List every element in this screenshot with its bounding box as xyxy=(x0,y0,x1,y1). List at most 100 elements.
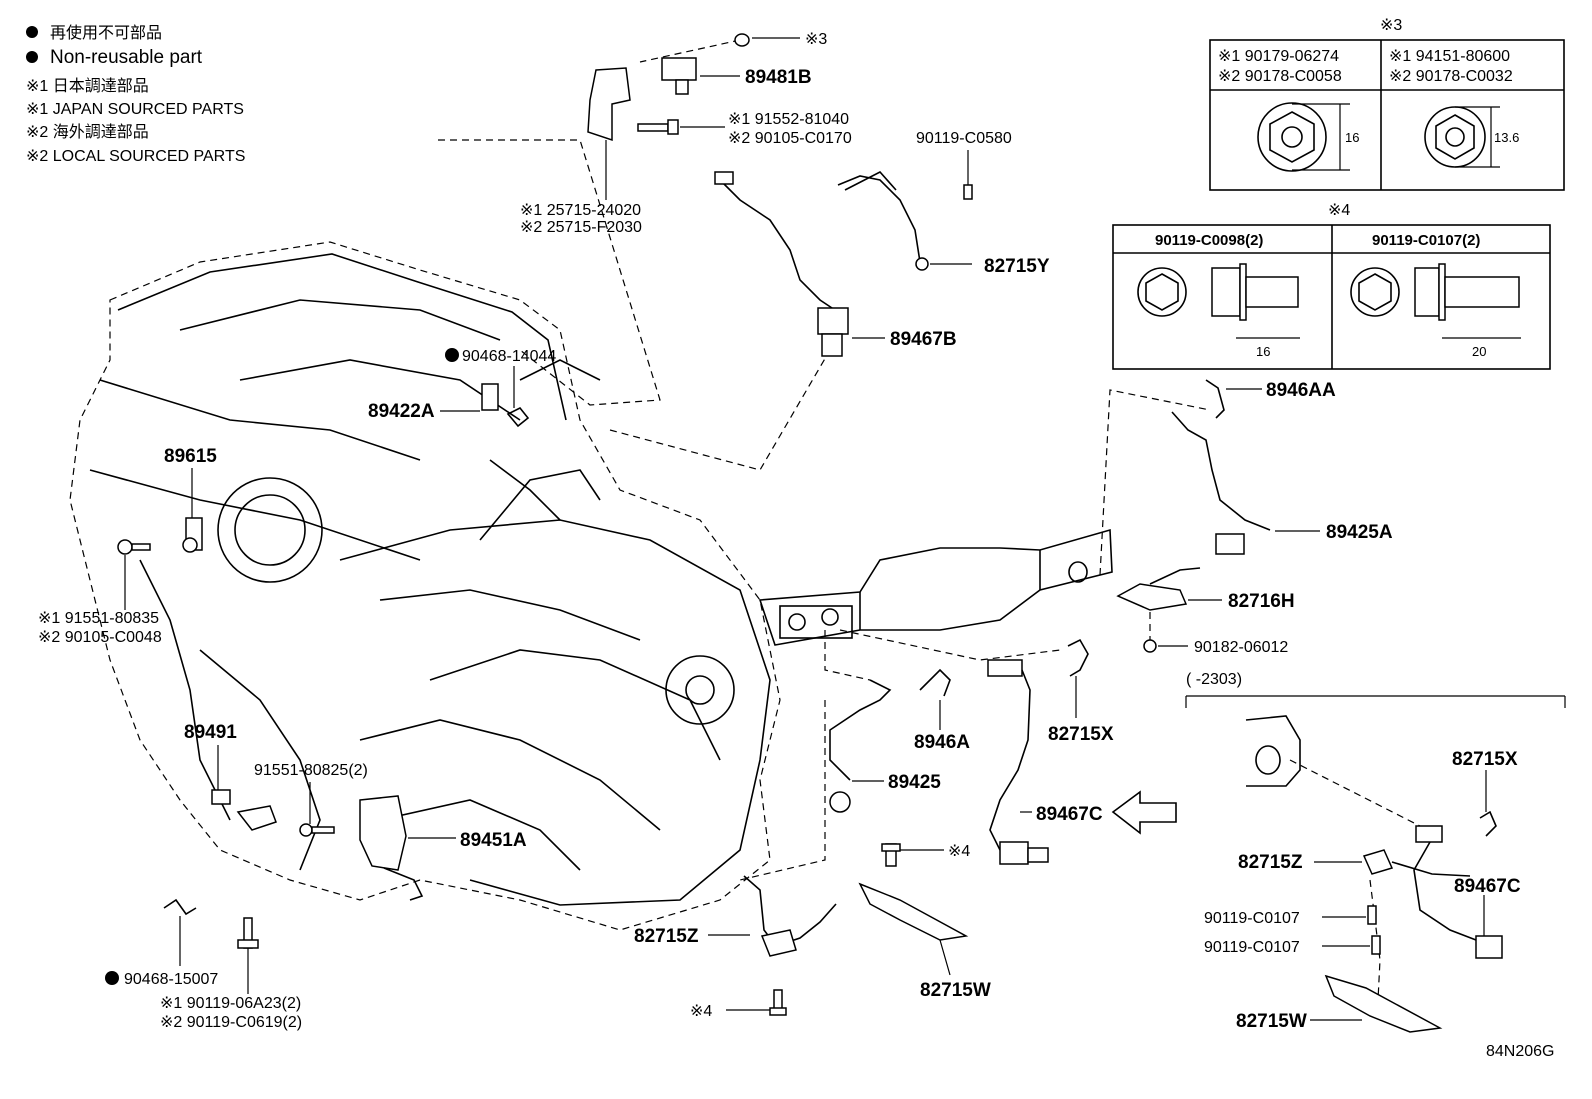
inset-label-90119-C0107-b[interactable]: 90119-C0107 xyxy=(1204,939,1300,956)
label-90119-06A23[interactable]: ※1 90119-06A23(2) xyxy=(160,995,301,1012)
inset-part-82715W[interactable] xyxy=(1310,974,1443,1033)
label-89451A[interactable]: 89451A xyxy=(460,830,527,851)
label-90468-15007[interactable]: 90468-15007 xyxy=(124,971,218,988)
inset-part-82715Z[interactable] xyxy=(1314,849,1471,877)
inset-bolt-90119-C0107-a[interactable] xyxy=(1322,905,1377,925)
label-90468-14044[interactable]: 90468-14044 xyxy=(462,348,556,365)
label-ref4-lower: ※4 xyxy=(690,1003,712,1020)
label-range: ( -2303) xyxy=(1186,671,1242,688)
exhaust-pipe xyxy=(758,528,1113,646)
table3-c1-r1: ※1 90179-06274 xyxy=(1218,48,1339,65)
flange-nut-icon xyxy=(1424,106,1486,168)
legend-jp-japan: ※1 日本調達部品 xyxy=(26,77,149,95)
inset-label-82715X[interactable]: 82715X xyxy=(1452,749,1518,770)
table3-title: ※3 xyxy=(1380,17,1402,34)
part-89615[interactable] xyxy=(182,468,203,553)
label-90105-C0048[interactable]: ※2 90105-C0048 xyxy=(38,629,162,646)
label-89491[interactable]: 89491 xyxy=(184,722,237,743)
label-90119-C0580[interactable]: 90119-C0580 xyxy=(916,130,1012,147)
table4-h2: 90119-C0107(2) xyxy=(1372,232,1480,249)
legend-en-nonreusable: Non-reusable part xyxy=(50,47,203,68)
table4-title: ※4 xyxy=(1328,202,1350,219)
sensor-port-icon xyxy=(788,613,806,631)
part-25715-bracket[interactable] xyxy=(587,67,631,200)
label-89425[interactable]: 89425 xyxy=(888,772,941,793)
label-89425A[interactable]: 89425A xyxy=(1326,522,1393,543)
sensor-port-icon xyxy=(821,608,839,626)
part-82716H[interactable] xyxy=(1116,567,1222,611)
differential-housing-icon xyxy=(665,655,735,725)
label-89467C[interactable]: 89467C xyxy=(1036,804,1103,825)
legend-en-local: ※2 LOCAL SOURCED PARTS xyxy=(26,148,245,165)
label-89481B[interactable]: 89481B xyxy=(745,67,812,88)
label-89615[interactable]: 89615 xyxy=(164,446,217,467)
non-reusable-bullet-icon xyxy=(445,348,459,362)
legend-en-japan: ※1 JAPAN SOURCED PARTS xyxy=(26,101,244,118)
label-ref4-upper: ※4 xyxy=(948,843,970,860)
sensor-port-icon xyxy=(1068,561,1088,583)
inset-label-90119-C0107-a[interactable]: 90119-C0107 xyxy=(1204,910,1300,927)
part-89422A[interactable] xyxy=(440,366,530,428)
part-91551-80835[interactable] xyxy=(117,539,151,610)
part-82715X[interactable] xyxy=(1067,638,1089,718)
part-90182-06012[interactable] xyxy=(1143,639,1188,653)
label-91552-81040[interactable]: ※1 91552-81040 xyxy=(728,111,849,128)
label-90105-C0170[interactable]: ※2 90105-C0170 xyxy=(728,130,852,147)
part-90119-C0580[interactable] xyxy=(963,150,973,200)
part-8946AA[interactable] xyxy=(1205,379,1262,419)
table3-dim1: 16 xyxy=(1345,130,1359,145)
table3-c1-r2: ※2 90178-C0058 xyxy=(1218,68,1342,85)
part-82715Z[interactable] xyxy=(708,875,837,957)
part-89467B[interactable] xyxy=(714,171,885,357)
label-90119-C0619[interactable]: ※2 90119-C0619(2) xyxy=(160,1014,302,1031)
part-89425A[interactable] xyxy=(1171,411,1320,555)
inset-part-89467C[interactable] xyxy=(1413,825,1503,959)
part-8946A[interactable] xyxy=(919,668,951,730)
table3-dim2: 13.6 xyxy=(1494,130,1519,145)
label-25715-24020[interactable]: ※1 25715-24020 xyxy=(520,202,641,219)
label-82715Y[interactable]: 82715Y xyxy=(984,256,1050,277)
part-90468-15007[interactable] xyxy=(163,898,197,966)
part-89467C[interactable] xyxy=(987,659,1049,865)
label-82715W[interactable]: 82715W xyxy=(920,980,991,1001)
part-89425[interactable] xyxy=(829,679,892,813)
non-reusable-bullet-icon xyxy=(26,26,38,38)
bolt-ref4-lower[interactable] xyxy=(726,989,787,1016)
legend-jp-nonreusable: 再使用不可部品 xyxy=(50,24,162,42)
inset-label-82715Z[interactable]: 82715Z xyxy=(1238,852,1303,873)
part-labels: ※3 89481B ※1 91552-81040 ※2 90105-C0170 … xyxy=(38,31,1555,1060)
inset-bolt-90119-C0107-b[interactable] xyxy=(1322,935,1381,955)
label-82715X[interactable]: 82715X xyxy=(1048,724,1114,745)
inset-label-89467C[interactable]: 89467C xyxy=(1454,876,1521,897)
label-ref3: ※3 xyxy=(805,31,827,48)
part-90119-06A23[interactable] xyxy=(237,917,259,994)
part-91551-80825[interactable] xyxy=(299,782,335,837)
table-ref4: ※4 90119-C0098(2) 90119-C0107(2) 16 20 xyxy=(1112,202,1551,370)
label-82715Z[interactable]: 82715Z xyxy=(634,926,699,947)
part-89491[interactable] xyxy=(211,745,277,831)
label-8946AA[interactable]: 8946AA xyxy=(1266,380,1336,401)
table3-c2-r2: ※2 90178-C0032 xyxy=(1389,68,1513,85)
part-82715Y[interactable] xyxy=(837,171,972,271)
label-91551-80835[interactable]: ※1 91551-80835 xyxy=(38,610,159,627)
part-82715W[interactable] xyxy=(858,882,969,976)
part-89451A[interactable] xyxy=(359,795,456,901)
label-89467B[interactable]: 89467B xyxy=(890,329,957,350)
inset-panel xyxy=(1185,695,1566,1033)
inset-part-82715X[interactable] xyxy=(1479,770,1497,837)
bolt-ref4-upper[interactable] xyxy=(881,843,944,867)
label-90182-06012[interactable]: 90182-06012 xyxy=(1194,639,1288,656)
label-25715-F2030[interactable]: ※2 25715-F2030 xyxy=(520,219,642,236)
label-8946A[interactable]: 8946A xyxy=(914,732,970,753)
label-89422A[interactable]: 89422A xyxy=(368,401,435,422)
inset-label-82715W[interactable]: 82715W xyxy=(1236,1011,1307,1032)
part-91552-bolt[interactable] xyxy=(637,119,725,135)
hex-bolt-head-icon xyxy=(1350,267,1400,317)
part-89481B[interactable] xyxy=(661,57,740,95)
label-82716H[interactable]: 82716H xyxy=(1228,591,1295,612)
label-91551-80825[interactable]: 91551-80825(2) xyxy=(254,762,368,779)
bolt-shank-icon xyxy=(1444,276,1520,308)
engine-transaxle-illustration xyxy=(69,241,781,931)
bolt-shank-icon xyxy=(1245,276,1299,308)
